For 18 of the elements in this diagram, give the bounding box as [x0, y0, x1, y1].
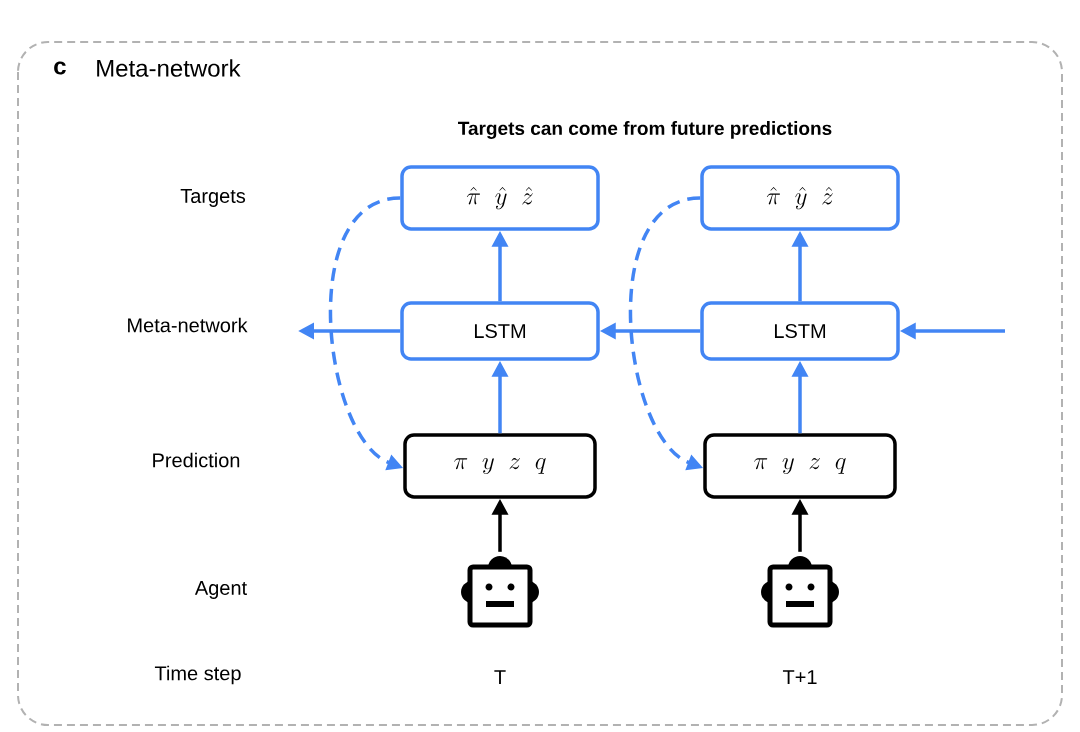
row-label: Prediction	[153, 452, 240, 468]
time-label: T+1	[782, 670, 817, 684]
heading: Targets can come from future predictions	[458, 121, 832, 139]
row-label: Targets	[180, 189, 246, 207]
panel-letter: c	[54, 61, 66, 75]
panel-title: Meta-network	[97, 59, 241, 77]
lstm-box: LSTM	[700, 301, 900, 361]
target-box: $\hat{\pi}\;\;\hat{y}\;\;\hat{z}$	[400, 165, 600, 231]
prediction-box: $\pi\;\;y\;\;z\;\;q$	[403, 433, 597, 499]
time-label: T	[494, 670, 506, 684]
target-box: $\hat{\pi}\;\;\hat{y}\;\;\hat{z}$	[700, 165, 900, 231]
row-label: Meta-network	[128, 317, 248, 333]
robot-drawing	[761, 556, 839, 628]
lstm-box: LSTM	[400, 301, 600, 361]
row-label: Agent	[194, 581, 247, 599]
row-label: Time step	[154, 665, 241, 685]
robot-drawing	[461, 556, 539, 628]
prediction-box: $\pi\;\;y\;\;z\;\;q$	[703, 433, 897, 499]
